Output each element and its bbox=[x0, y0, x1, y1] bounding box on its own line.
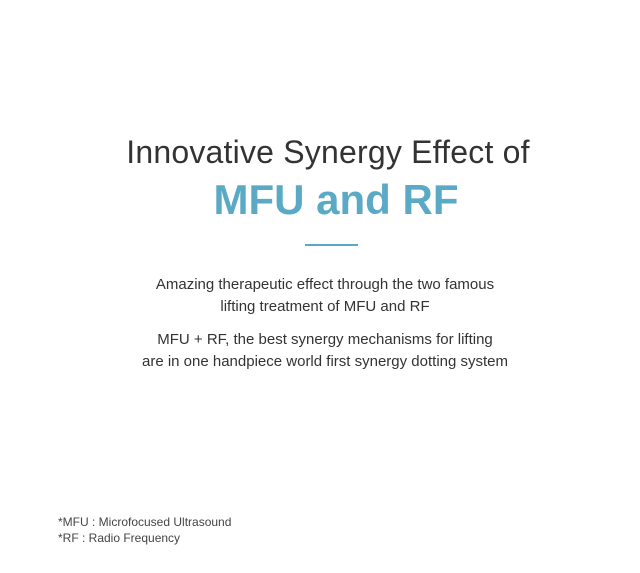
footnotes: *MFU : Microfocused Ultrasound *RF : Rad… bbox=[58, 514, 231, 546]
description-paragraph-2: MFU + RF, the best synergy mechanisms fo… bbox=[0, 329, 640, 373]
title-line-1: Innovative Synergy Effect of bbox=[126, 134, 530, 170]
accent-divider bbox=[305, 244, 358, 246]
footnote-mfu: *MFU : Microfocused Ultrasound bbox=[58, 515, 232, 529]
description-paragraph-1: Amazing therapeutic effect through the t… bbox=[0, 274, 640, 318]
footnote-rf: *RF : Radio Frequency bbox=[58, 531, 181, 545]
title-line-2-highlight: MFU and RF bbox=[213, 176, 459, 223]
description-1-line-1: Amazing therapeutic effect through the t… bbox=[155, 276, 495, 293]
description-1-line-2: lifting treatment of MFU and RF bbox=[220, 298, 430, 315]
description-2-line-2: are in one handpiece world first synergy… bbox=[141, 353, 509, 370]
description-2-line-1: MFU + RF, the best synergy mechanisms fo… bbox=[157, 331, 493, 348]
